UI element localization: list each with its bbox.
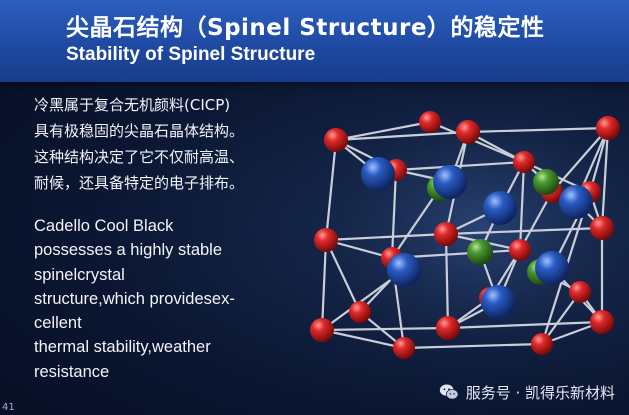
atom-group (310, 111, 620, 359)
red-atom (419, 111, 441, 133)
bond-line (334, 130, 470, 142)
red-atom (590, 310, 614, 334)
bond-line (600, 126, 610, 230)
corner-mark: 41 (2, 402, 15, 413)
blue-atom (433, 165, 467, 199)
en-line: structure,which providesex- (34, 289, 235, 308)
cn-line: 耐候，还具备特定的电子排布。 (34, 174, 245, 192)
watermark: 服务号 · 凯得乐新材料 (438, 381, 615, 403)
bond-line (324, 138, 338, 242)
red-atom (596, 116, 620, 140)
en-line: possesses a highly stable (34, 241, 223, 260)
red-atom (314, 228, 338, 252)
red-atom (569, 281, 591, 303)
en-line: thermal stability,weather (34, 338, 211, 357)
blue-atom (481, 285, 515, 319)
page-subtitle: Stability of Spinel Structure (66, 44, 316, 65)
en-line: resistance (34, 362, 110, 381)
bond-line (550, 126, 610, 194)
en-line: cellent (34, 314, 82, 333)
bond-line (466, 126, 610, 134)
bond-line (444, 232, 450, 330)
red-atom (434, 222, 458, 246)
blue-atom (535, 251, 569, 285)
description-chinese: 冷黑属于复合无机颜料(CICP) 具有极稳固的尖晶石晶体结构。 这种结构决定了它… (34, 92, 304, 196)
blue-atom (559, 185, 593, 219)
bond-line (428, 120, 526, 164)
wechat-icon (439, 384, 459, 400)
bond-line (320, 328, 406, 350)
blue-atom (483, 191, 517, 225)
bond-line (320, 238, 328, 332)
green-atom (467, 239, 493, 265)
bond-line (324, 232, 448, 242)
red-atom (324, 128, 348, 152)
bond-line (446, 320, 604, 330)
cn-line: 冷黑属于复合无机颜料(CICP) (34, 96, 231, 114)
green-atom (533, 169, 559, 195)
en-line: Cadello Cool Black (34, 217, 174, 235)
bond-line (444, 226, 604, 236)
red-atom (310, 318, 334, 342)
red-atom (393, 337, 415, 359)
bond-line (518, 160, 526, 252)
description-english: Cadello Cool Black possesses a highly st… (34, 214, 304, 384)
spinel-crystal-illustration (300, 92, 629, 392)
red-atom (531, 333, 553, 355)
cn-line: 具有极稳固的尖晶石晶体结构。 (34, 122, 245, 140)
blue-atom (361, 157, 395, 191)
bond-line (320, 326, 450, 332)
red-atom (349, 301, 371, 323)
blue-atom (387, 253, 421, 287)
page-title: 尖晶石结构（Spinel Structure）的稳定性 (66, 15, 545, 41)
bond-line (390, 186, 442, 260)
red-atom (509, 239, 531, 261)
red-atom (456, 120, 480, 144)
red-atom (436, 316, 460, 340)
bond-line (402, 342, 544, 350)
cn-line: 这种结构决定了它不仅耐高温、 (34, 148, 245, 166)
bond-line (334, 120, 432, 142)
bond-line (390, 168, 398, 260)
watermark-text: 服务号 · 凯得乐新材料 (465, 383, 615, 402)
red-atom (513, 151, 535, 173)
bond-line (518, 190, 554, 252)
title-banner: 尖晶石结构（Spinel Structure）的稳定性 Stability of… (0, 0, 629, 82)
bond-line (394, 160, 526, 172)
red-atom (590, 216, 614, 240)
bond-line (324, 238, 362, 314)
en-line: spinelcrystal (34, 265, 125, 284)
